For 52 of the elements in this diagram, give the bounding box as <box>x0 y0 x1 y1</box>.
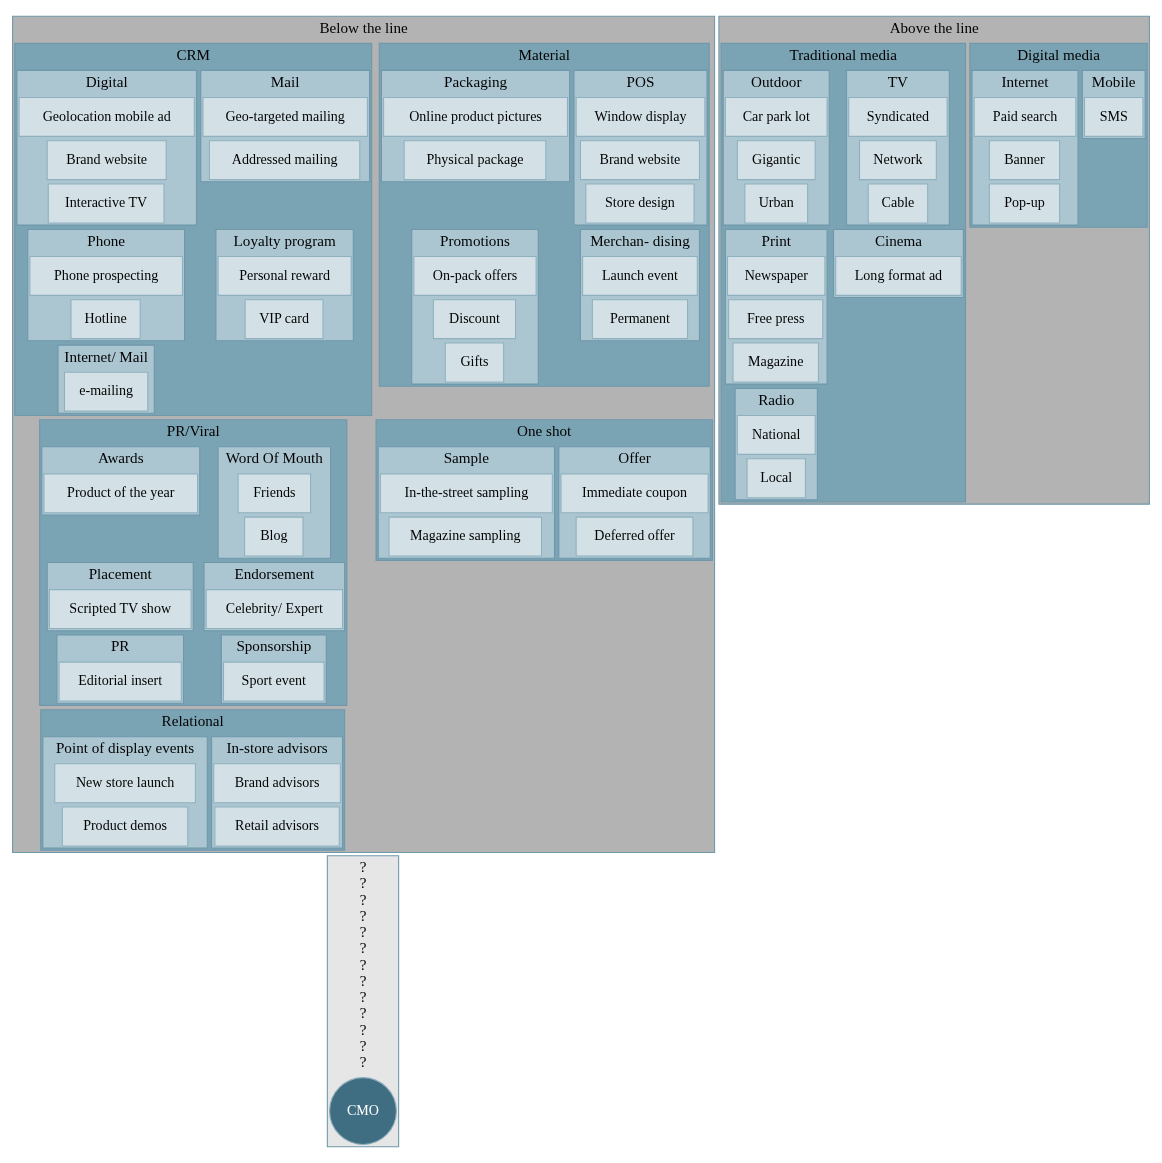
node-box: Geolocation mobile ad <box>18 96 195 137</box>
node-box: Banner <box>988 140 1061 181</box>
node-box: On-pack offers <box>413 255 537 296</box>
node-box: Paid search <box>973 96 1077 137</box>
node-box: Magazine <box>732 342 819 383</box>
node-box: Syndicated <box>848 96 948 137</box>
node-box: Scripted TV show <box>48 589 192 630</box>
node-box: Physical package <box>403 140 547 181</box>
node-box: Permanent <box>591 299 689 340</box>
node-circle: CMO <box>329 1077 397 1145</box>
node-box: Editorial insert <box>58 661 182 702</box>
node-box: Network <box>859 140 937 181</box>
node-box: Launch event <box>582 255 698 296</box>
node-box: Geo-targeted mailing <box>202 96 368 137</box>
node-box: New store launch <box>54 763 196 804</box>
node-box: SMS <box>1084 96 1144 137</box>
node-box: Gifts <box>444 342 505 383</box>
node-box: Car park lot <box>724 96 828 137</box>
node-box: Brand website <box>46 140 167 181</box>
node-box: National <box>736 414 816 455</box>
node-box: Pop-up <box>988 183 1061 224</box>
node-box: Phone prospecting <box>29 255 183 296</box>
node-box: Local <box>746 458 806 499</box>
node-box: Retail advisors <box>214 806 340 847</box>
node-box: Product demos <box>61 806 189 847</box>
node-box: Friends <box>237 473 312 514</box>
node-box: Newspaper <box>727 255 826 296</box>
node-box: Online product pictures <box>383 96 568 137</box>
node-box: Store design <box>585 183 695 224</box>
node-box: Immediate coupon <box>560 473 709 514</box>
node-box: Discount <box>432 299 517 340</box>
node-box: VIP card <box>244 299 324 340</box>
node-box: Hotline <box>70 299 141 340</box>
node-box: Addressed mailing <box>208 140 361 181</box>
node-box: Gigantic <box>736 140 816 181</box>
node-box: Interactive TV <box>47 183 165 224</box>
node-box: Long format ad <box>835 255 962 296</box>
node-box: Cable <box>867 183 929 224</box>
node-box: Free press <box>728 299 824 340</box>
node-box: Blog <box>244 516 304 557</box>
node-box: Window display <box>575 96 706 137</box>
node-box: Urban <box>744 183 809 224</box>
node-box: In-the-street sampling <box>379 473 553 514</box>
node-box: Sport event <box>222 661 325 702</box>
node-box: Brand website <box>579 140 700 181</box>
node-box: Magazine sampling <box>388 516 543 557</box>
node-box: Brand advisors <box>213 763 341 804</box>
node-box: Product of the year <box>43 473 199 514</box>
node-box: e-mailing <box>63 371 149 412</box>
node-box: Celebrity/ Expert <box>205 589 344 630</box>
node-box: Deferred offer <box>575 516 694 557</box>
node-box: Personal reward <box>217 255 352 296</box>
